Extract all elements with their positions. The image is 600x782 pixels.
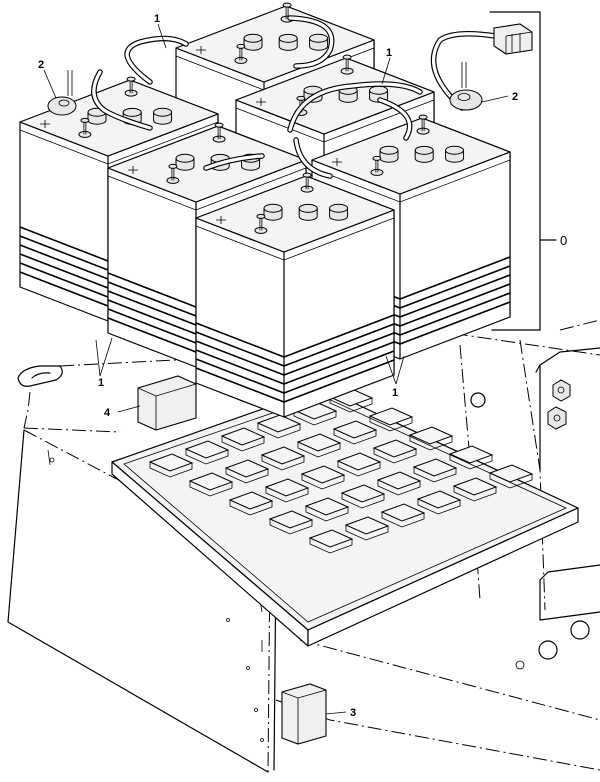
callout-0: 0 — [560, 233, 567, 248]
tray-pad — [188, 472, 234, 497]
terminal-post — [254, 213, 268, 234]
tray-pad — [408, 426, 454, 451]
callout-1-bottom-left: 1 — [98, 377, 104, 389]
vent-cap — [243, 33, 263, 51]
tray-pad — [448, 445, 494, 470]
tray-pad — [268, 510, 314, 535]
battery-tray — [111, 387, 579, 647]
tray-pad — [264, 478, 310, 503]
terminal-post — [124, 76, 138, 97]
tray-pad — [304, 497, 350, 522]
vent-cap — [175, 153, 195, 171]
vent-cap — [263, 203, 283, 221]
terminal-post — [78, 117, 92, 138]
spacer-block-3 — [281, 683, 327, 745]
vent-cap — [414, 145, 434, 163]
hex-nut-upper — [552, 379, 571, 402]
tray-pad — [184, 440, 230, 465]
callout-1-top: 1 — [154, 13, 160, 25]
callout-4: 4 — [104, 407, 111, 419]
vent-cap — [153, 107, 173, 125]
battery — [195, 172, 395, 418]
tray-pad — [336, 452, 382, 477]
callout-1-mid: 1 — [386, 47, 392, 59]
tray-pad — [148, 453, 194, 478]
callout-3: 3 — [350, 707, 356, 719]
vent-cap — [298, 203, 318, 221]
tray-pad — [308, 529, 354, 554]
tray-pad — [368, 407, 414, 432]
terminal-cover-left — [47, 70, 77, 116]
callout-1-bottom-right: 1 — [392, 387, 398, 399]
vent-cap — [445, 145, 465, 163]
tray-pad — [452, 477, 498, 502]
callout-2-right: 2 — [512, 91, 518, 103]
terminal-post — [300, 172, 314, 193]
callout-labels: 1 1 2 2 1 1 4 3 0 — [38, 13, 567, 719]
tray-pad — [488, 464, 534, 489]
tray-pad — [332, 420, 378, 445]
terminal-post — [212, 122, 226, 143]
tray-pad — [340, 484, 386, 509]
vent-cap — [329, 203, 349, 221]
vent-cap — [379, 145, 399, 163]
terminal-post — [234, 43, 248, 64]
vent-cap — [309, 33, 329, 51]
hex-nut-lower — [547, 406, 567, 430]
terminal-post — [370, 155, 384, 176]
tray-pad — [300, 465, 346, 490]
terminal-cover-right — [449, 62, 483, 111]
tray-pad — [220, 427, 266, 452]
tray-pad — [228, 491, 274, 516]
assembly-bracket — [489, 11, 557, 331]
tray-pad — [416, 490, 462, 515]
terminal-post — [166, 163, 180, 184]
callout-leaders — [43, 23, 509, 715]
tray-pad — [372, 439, 418, 464]
tray-pad — [224, 459, 270, 484]
cable-connector-plug — [493, 23, 533, 55]
terminal-post — [340, 54, 354, 75]
tray-pad — [296, 433, 342, 458]
spacer-block-4 — [137, 375, 197, 431]
tray-pad — [412, 458, 458, 483]
tray-pad-grid — [148, 388, 534, 554]
vent-cap — [278, 33, 298, 51]
battery-cables — [91, 15, 533, 179]
tray-pad — [344, 516, 390, 541]
callout-2-left: 2 — [38, 59, 44, 71]
tray-pad — [376, 471, 422, 496]
tray-pad — [256, 414, 302, 439]
tray-pad — [260, 446, 306, 471]
terminal-post — [416, 114, 430, 135]
tray-pad — [380, 503, 426, 528]
